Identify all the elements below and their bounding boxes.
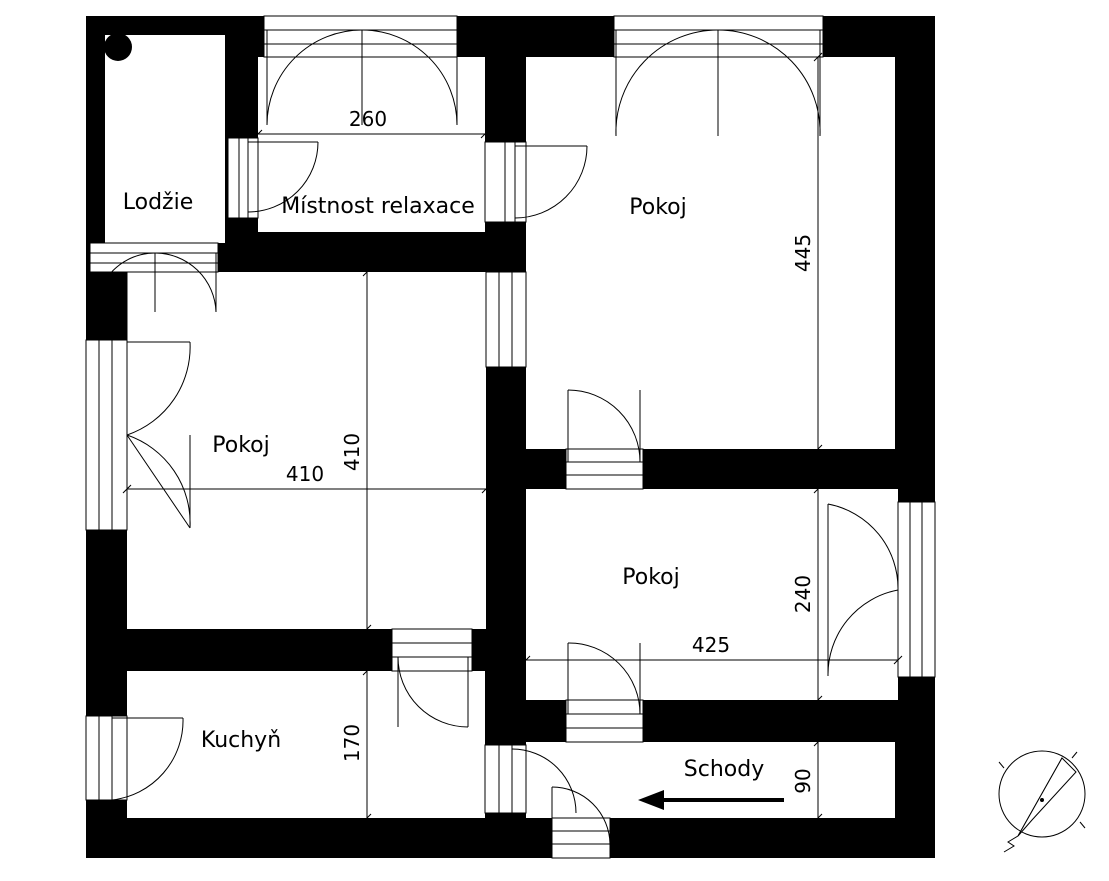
dim-pokoj-right-width: 425 [692,633,730,657]
room-pokoj-top [526,57,895,449]
door-swings [95,29,899,845]
window-mullions [90,29,923,845]
room-kuchyn [127,671,485,818]
label-pokoj-top: Pokoj [629,195,686,220]
dimension-lines [122,52,903,823]
dim-relax-width: 260 [349,107,387,131]
room-schody [526,742,895,818]
label-pokoj-right: Pokoj [622,565,679,590]
dim-pokoj-top-height: 445 [791,234,815,272]
room-relax [258,57,485,232]
dim-pokoj-left-height: 410 [340,433,364,471]
dim-pokoj-left-width: 410 [286,462,324,486]
dim-kuchyn-height: 170 [340,724,364,762]
dim-pokoj-right-height: 240 [791,575,815,613]
dim-schody-height: 90 [791,768,815,793]
label-kuchyn: Kuchyň [201,728,281,753]
label-lodzie: Lodžie [123,190,194,215]
stair-arrow-icon [638,790,784,810]
label-schody: Schody [684,757,764,782]
north-compass-icon [998,750,1086,853]
label-relax: Místnost relaxace [281,194,475,219]
wall-openings [85,15,936,859]
room-pokoj-right [526,489,898,700]
room-lodzie [105,35,225,243]
label-pokoj-left: Pokoj [212,433,269,458]
boiler-icon [104,33,132,61]
room-pokoj-left [127,272,486,629]
